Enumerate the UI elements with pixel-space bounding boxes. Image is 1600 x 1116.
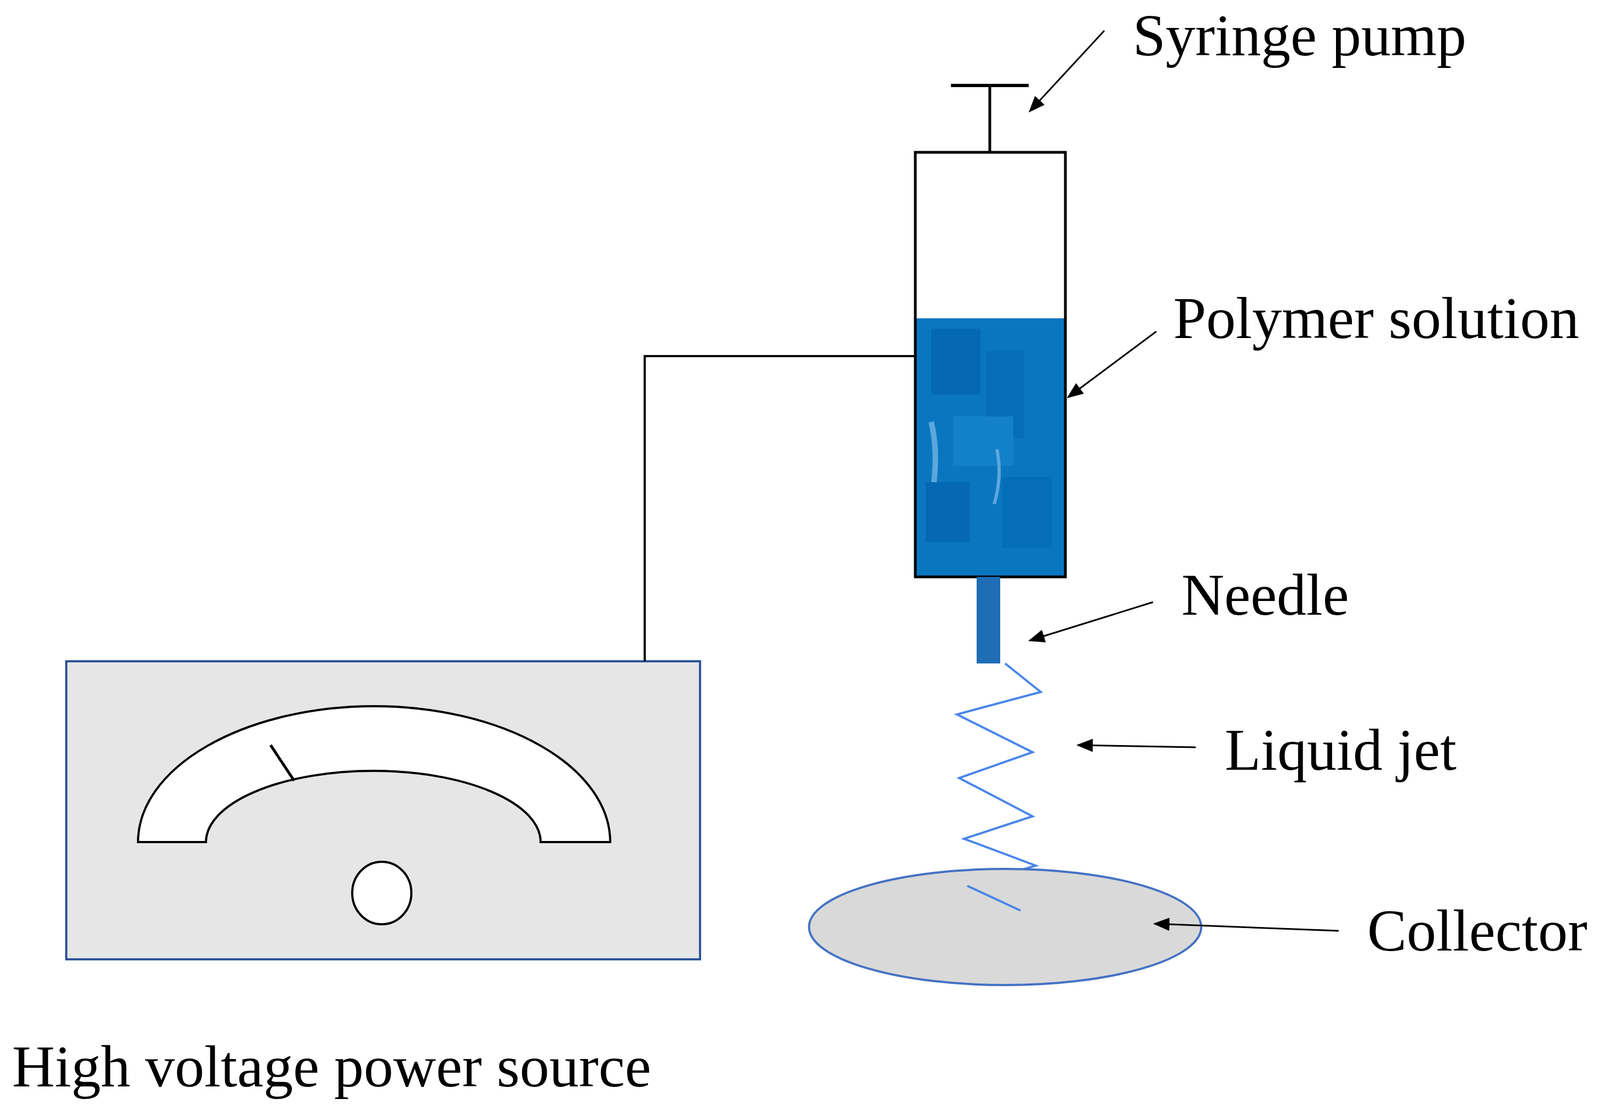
collector-plate — [809, 868, 1202, 985]
plunger-head — [950, 83, 1029, 88]
part-label: Collector — [1367, 895, 1588, 967]
plunger-rod — [988, 86, 992, 153]
jet-tail — [967, 885, 1021, 911]
polymer-solution-fill — [916, 318, 1065, 576]
control-knob — [352, 861, 412, 925]
node-caption: High voltage power source — [12, 1030, 652, 1103]
voltage-gauge — [138, 706, 611, 842]
leader-arrow — [1068, 331, 1157, 398]
part-label: Liquid jet — [1224, 714, 1457, 786]
leader-arrow — [1029, 601, 1154, 641]
needle — [976, 576, 1001, 664]
leader-arrow — [1029, 30, 1105, 112]
power-supply-box — [66, 661, 701, 960]
high-voltage-wire — [644, 356, 916, 662]
power-supply: High voltage power source — [66, 661, 701, 960]
syringe-barrel — [915, 152, 1066, 577]
gauge-pointer — [270, 744, 295, 781]
part-label: Needle — [1181, 559, 1350, 631]
part-label: Polymer solution — [1173, 282, 1580, 354]
leader-arrow — [1077, 744, 1196, 748]
solution-texture — [925, 328, 1052, 548]
part-label: Syringe pump — [1132, 0, 1467, 72]
leader-arrow — [1154, 923, 1339, 931]
